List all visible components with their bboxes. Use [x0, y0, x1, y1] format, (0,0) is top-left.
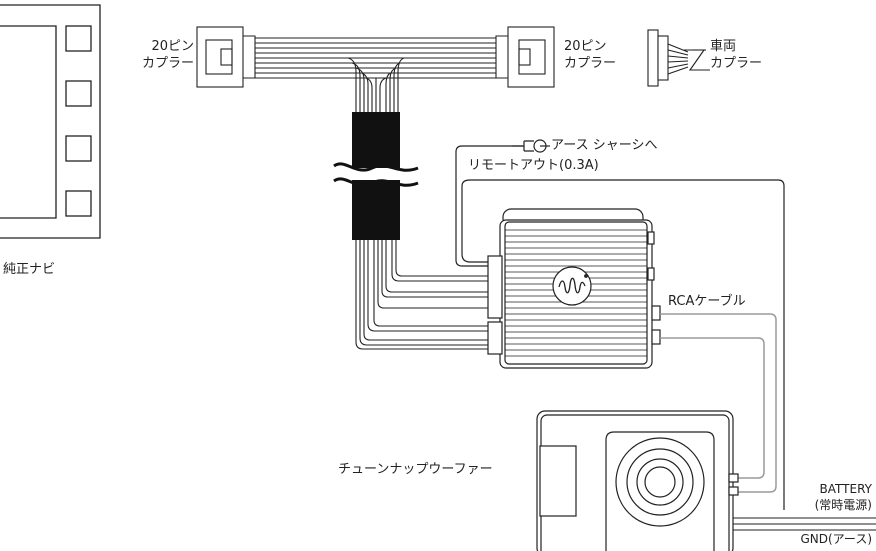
- connector-left-line1: 20ピン: [151, 39, 194, 54]
- connector-right-label: 20ピン カプラー: [564, 38, 616, 72]
- subwoofer-label: チューンナップウーファー: [338, 462, 493, 477]
- battery-line2: (常時電源): [814, 498, 872, 512]
- remote-out-label: リモートアウト(0.3A): [468, 158, 599, 173]
- vehicle-coupler-label: 車両 カプラー: [710, 38, 762, 72]
- vehicle-coupler-icon: [647, 29, 710, 87]
- ground-terminal-icon: [512, 139, 550, 153]
- rca-cables: [660, 313, 777, 493]
- navi-label: 純正ナビ: [3, 262, 56, 277]
- connector-right-line1: 20ピン: [564, 39, 607, 54]
- amplifier-unit: [487, 208, 661, 369]
- wire-bundle-tape: [333, 112, 419, 240]
- vehicle-coupler-line2: カプラー: [710, 56, 763, 71]
- rca-cable-label: RCAケーブル: [668, 294, 746, 309]
- harness-20pin: [196, 26, 555, 112]
- bundle-to-amp-wires: [355, 240, 488, 350]
- chassis-ground-label: アース シャーシへ: [551, 138, 658, 153]
- vehicle-coupler-line1: 車両: [710, 39, 737, 54]
- gnd-label: GND(アース): [800, 532, 872, 546]
- connector-right-line2: カプラー: [564, 56, 617, 71]
- factory-navi-unit: [0, 4, 101, 239]
- power-wires: [733, 517, 876, 531]
- subwoofer-unit: [536, 410, 739, 551]
- battery-line1: BATTERY: [819, 482, 872, 496]
- remote-and-ground-wires: [455, 145, 785, 510]
- connector-left-line2: カプラー: [141, 56, 194, 71]
- connector-left-label: 20ピン カプラー: [136, 38, 194, 72]
- battery-label: BATTERY (常時電源): [815, 481, 872, 513]
